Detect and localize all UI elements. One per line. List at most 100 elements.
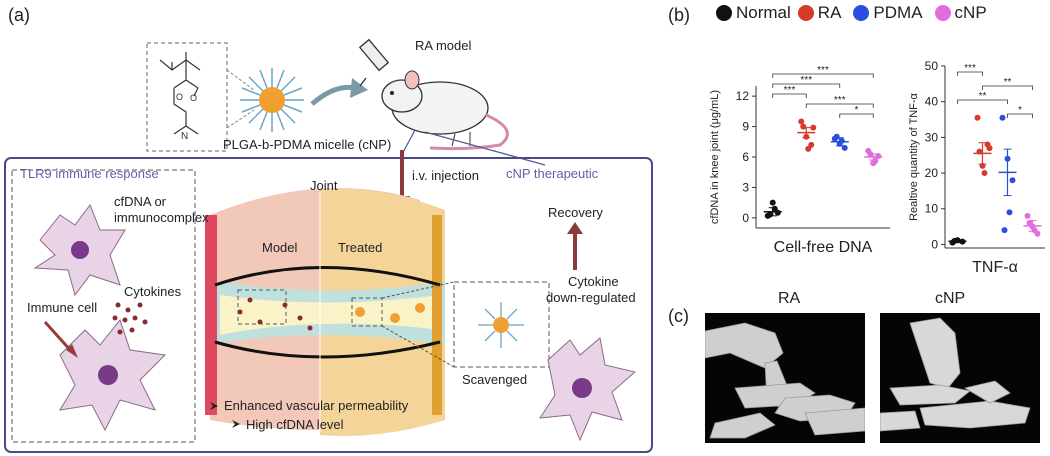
significance-bracket bbox=[982, 85, 1033, 90]
y-tick-label: 0 bbox=[931, 237, 938, 251]
data-point bbox=[841, 144, 848, 151]
significance-bracket bbox=[1007, 113, 1033, 118]
y-tick-label: 3 bbox=[742, 180, 749, 194]
significance-label: *** bbox=[834, 95, 846, 106]
y-axis-label: cfDNA in knee joint (μg/mL) bbox=[709, 90, 721, 224]
svg-text:O: O bbox=[190, 93, 197, 103]
arrow-to-mouse bbox=[310, 84, 356, 106]
significance-bracket bbox=[957, 71, 983, 76]
svg-text:O: O bbox=[176, 92, 183, 102]
y-tick-label: 30 bbox=[925, 130, 939, 144]
significance-bracket bbox=[772, 83, 841, 88]
y-tick-label: 12 bbox=[736, 89, 750, 103]
legend-dot-pdma bbox=[853, 5, 870, 21]
model-label: Model bbox=[262, 240, 298, 255]
significance-bracket bbox=[957, 99, 1008, 104]
micelle-label: PLGA-b-PDMA micelle (cNP) bbox=[223, 137, 392, 152]
data-point bbox=[974, 114, 981, 121]
data-point bbox=[810, 124, 817, 131]
ct-label-cnp: cNP bbox=[935, 290, 966, 307]
immune-cell-bottom bbox=[59, 318, 167, 432]
legend-label-normal: Normal bbox=[736, 3, 791, 22]
cfdna-chart: 0 3 6 9 12 cfDNA in knee joint (μg/mL) Cell-fr… bbox=[709, 65, 890, 256]
immune-cell-right bbox=[539, 337, 637, 442]
significance-label: *** bbox=[817, 65, 829, 76]
legend: Normal RA PDMA cNP bbox=[716, 3, 987, 23]
data-point bbox=[1009, 177, 1016, 184]
significance-bracket bbox=[839, 113, 874, 118]
significance-label: ** bbox=[1004, 77, 1012, 88]
recovery-label: Recovery bbox=[548, 205, 603, 220]
significance-label: *** bbox=[964, 63, 976, 74]
svg-text:N: N bbox=[181, 131, 188, 142]
legend-dot-ra bbox=[797, 5, 814, 21]
cytokines-label: Cytokines bbox=[124, 284, 182, 299]
legend-dot-cnp bbox=[934, 5, 951, 21]
data-point bbox=[800, 123, 807, 130]
chemical-structure-box bbox=[146, 42, 228, 152]
legend-label-pdma: PDMA bbox=[873, 3, 923, 22]
immune-cell-top bbox=[33, 203, 126, 297]
panel-b-tag: (b) bbox=[668, 5, 690, 25]
y-tick-label: 9 bbox=[742, 120, 749, 134]
chart-title: TNF-α bbox=[972, 259, 1018, 276]
immune-cell-label: Immune cell bbox=[27, 300, 98, 315]
significance-label: * bbox=[1018, 105, 1022, 116]
data-point bbox=[769, 199, 776, 206]
tlr9-title: TLR9 immune response bbox=[20, 166, 159, 181]
data-point bbox=[986, 145, 993, 152]
scavenged-box bbox=[453, 281, 550, 368]
legend-label-ra: RA bbox=[817, 3, 842, 22]
treated-label: Treated bbox=[338, 240, 383, 255]
significance-label: ** bbox=[979, 91, 987, 102]
data-point bbox=[1024, 212, 1031, 219]
panel-a-tag: (a) bbox=[8, 5, 30, 25]
data-point bbox=[1001, 227, 1008, 234]
y-tick-label: 20 bbox=[925, 166, 939, 180]
significance-bracket bbox=[805, 103, 874, 108]
scavenged-label: Scavenged bbox=[462, 372, 528, 387]
schematic-figure: O O N bbox=[4, 38, 653, 453]
ct-image-cnp bbox=[880, 313, 1040, 443]
y-tick-label: 6 bbox=[742, 150, 749, 164]
ct-image-ra bbox=[705, 313, 865, 443]
data-point bbox=[999, 114, 1006, 121]
micelle-icon bbox=[240, 68, 304, 132]
data-point bbox=[981, 170, 988, 177]
data-point bbox=[766, 211, 773, 218]
significance-label: *** bbox=[800, 75, 812, 86]
main-schematic-box bbox=[4, 157, 653, 453]
y-tick-label: 40 bbox=[925, 95, 939, 109]
data-point bbox=[805, 145, 812, 152]
injection-label: i.v. injection bbox=[412, 168, 479, 183]
chart-title: Cell-free DNA bbox=[774, 239, 873, 256]
syringe-icon bbox=[358, 38, 390, 87]
ct-label-ra: RA bbox=[778, 290, 801, 307]
data-point bbox=[798, 118, 805, 125]
data-point bbox=[1026, 220, 1033, 227]
mouse-icon bbox=[381, 70, 509, 151]
chemical-structure bbox=[159, 52, 201, 135]
significance-label: *** bbox=[784, 85, 796, 96]
panel-c-tag: (c) bbox=[668, 306, 689, 326]
cfdna-label-1: cfDNA or bbox=[114, 194, 167, 209]
y-axis-label: Realtive quantity of TNF-α bbox=[908, 92, 920, 220]
bullet-arrow-1 bbox=[210, 402, 218, 410]
data-point bbox=[833, 133, 840, 140]
legend-dot-normal bbox=[716, 5, 732, 21]
bullet-text-2: High cfDNA level bbox=[246, 417, 344, 432]
micelle-small-icon bbox=[478, 302, 524, 348]
cnp-therapeutic-title: cNP therapeutic bbox=[506, 166, 599, 181]
y-tick-label: 0 bbox=[742, 211, 749, 225]
legend-label-cnp: cNP bbox=[954, 3, 987, 22]
y-tick-label: 50 bbox=[925, 59, 939, 73]
cytokine-label-1: Cytokine bbox=[568, 274, 619, 289]
y-tick-label: 10 bbox=[925, 202, 939, 216]
cfdna-label-2: immunocomplex bbox=[114, 210, 209, 225]
joint-label: Joint bbox=[310, 178, 338, 193]
significance-bracket bbox=[772, 93, 807, 98]
cytokine-label-2: down-regulated bbox=[546, 290, 636, 305]
significance-bracket bbox=[772, 73, 874, 78]
tlr9-box bbox=[11, 169, 196, 443]
